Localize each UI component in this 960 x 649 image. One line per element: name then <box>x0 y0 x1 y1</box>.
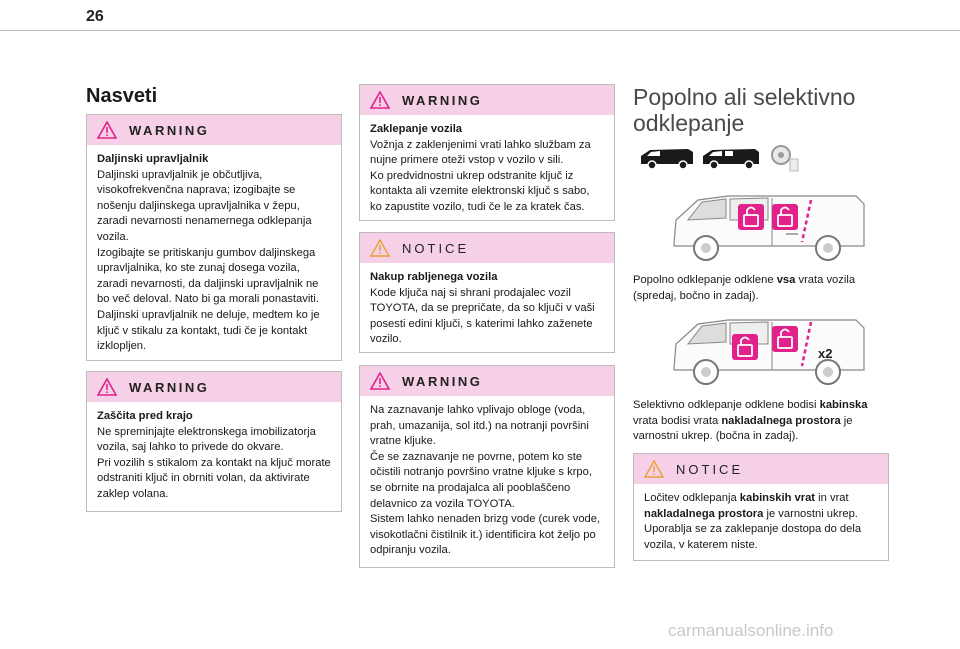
text-run: Selektivno odklepanje odklene bodisi <box>633 399 820 411</box>
warning-text: Na zaznavanje lahko vplivajo obloge (vod… <box>370 404 589 448</box>
warning-text: Če se zaznavanje ne povrne, potem ko ste… <box>370 450 592 510</box>
full-unlock-paragraph: Popolno odklepanje odklene vsa vrata voz… <box>633 273 893 304</box>
steering-wheel-key-icon <box>771 145 799 172</box>
warning-text: Izogibajte se pritiskanju gumbov daljins… <box>97 246 320 306</box>
text-run: Ločitev odklepanja <box>644 492 740 504</box>
vehicle-version-icons <box>638 143 800 173</box>
warning-text: Ko predvidnostni ukrep odstranite ključ … <box>370 169 590 213</box>
notice-box-selective: NOTICE Ločitev odklepanja kabinskih vrat… <box>633 453 889 561</box>
watermark: carmanualsonline.info <box>668 621 834 640</box>
text-run-bold: kabinskih vrat <box>739 492 816 504</box>
header-rule <box>0 30 960 31</box>
warning-title: Zaščita pred krajo <box>97 410 193 422</box>
warning-text: Pri vozilih s stikalom za kontakt na klj… <box>97 456 331 500</box>
warning-label: WARNING <box>129 122 210 138</box>
text-run: je varnostni ukrep. Uporablja se za zakl… <box>644 507 862 551</box>
text-run: vrata vozila (spredaj, bočno in zadaj). <box>633 274 856 302</box>
warning-title: Zaklepanje vozila <box>370 123 463 135</box>
text-run-bold: nakladalnega prostora <box>644 507 764 520</box>
text-run: vrata bodisi vrata <box>633 414 722 427</box>
warning-text: Sistem lahko nenaden brizg vode (curek v… <box>370 513 601 557</box>
warning-text: Vožnja z zaklenjenimi vrati lahko služba… <box>370 138 591 167</box>
notice-label: NOTICE <box>402 240 470 256</box>
warning-title: Daljinski upravljalnik <box>97 153 209 165</box>
press-count-badge: x2 <box>818 346 832 361</box>
notice-box-used-vehicle: NOTICE Nakup rabljenega vozila Kode klju… <box>359 232 615 353</box>
selective-unlock-paragraph: Selektivno odklepanje odklene bodisi kab… <box>633 398 893 445</box>
warning-header: WARNING <box>87 115 341 145</box>
van-selective-unlock-illustration: x2 <box>673 319 865 385</box>
text-run-bold: nakladalnega prostora <box>721 414 841 427</box>
page-number: 26 <box>86 8 104 25</box>
text-run: Popolno odklepanje odklene <box>633 274 777 286</box>
warning-header: WARNING <box>360 85 614 115</box>
section-heading-nasveti: Nasveti <box>86 85 158 107</box>
warning-text: Daljinski upravljalnik ne deluje, medtem… <box>97 308 320 353</box>
notice-triangle-icon <box>370 239 390 257</box>
section-heading-unlocking: Popolno ali selektivno odklepanje <box>633 84 856 136</box>
warning-box-theft: WARNING Zaščita pred krajo Ne spreminjaj… <box>86 371 342 512</box>
warning-label: WARNING <box>402 373 483 389</box>
warning-box-locking: WARNING Zaklepanje vozila Vožnja z zakle… <box>359 84 615 221</box>
warning-triangle-icon <box>370 91 390 109</box>
van-long-icon <box>703 149 759 170</box>
notice-header: NOTICE <box>634 454 888 484</box>
warning-triangle-icon <box>97 378 117 396</box>
text-run-bold: vsa <box>776 274 796 286</box>
notice-triangle-icon <box>644 460 664 478</box>
text-run-bold: kabinska <box>819 399 868 411</box>
notice-text: Kode ključa naj si shrani prodajalec voz… <box>370 286 595 346</box>
warning-triangle-icon <box>97 121 117 139</box>
warning-triangle-icon <box>370 372 390 390</box>
warning-box-detection: WARNING Na zaznavanje lahko vplivajo obl… <box>359 365 615 568</box>
warning-header: WARNING <box>360 366 614 396</box>
warning-label: WARNING <box>129 379 210 395</box>
van-short-icon <box>641 149 693 170</box>
warning-text: Ne spreminjajte elektronskega imobilizat… <box>97 425 316 454</box>
warning-label: WARNING <box>402 92 483 108</box>
warning-header: WARNING <box>87 372 341 402</box>
warning-box-remote: WARNING Daljinski upravljalnik Daljinski… <box>86 114 342 361</box>
notice-header: NOTICE <box>360 233 614 263</box>
notice-label: NOTICE <box>676 461 744 477</box>
van-full-unlock-illustration <box>673 195 865 261</box>
warning-text: Daljinski upravljalnik je občutljiva, vi… <box>97 168 312 243</box>
text-run: in vrat <box>815 492 849 504</box>
notice-title: Nakup rabljenega vozila <box>370 271 498 283</box>
text-run: je varnostni ukrep. (bočna in zadaj). <box>633 414 853 443</box>
